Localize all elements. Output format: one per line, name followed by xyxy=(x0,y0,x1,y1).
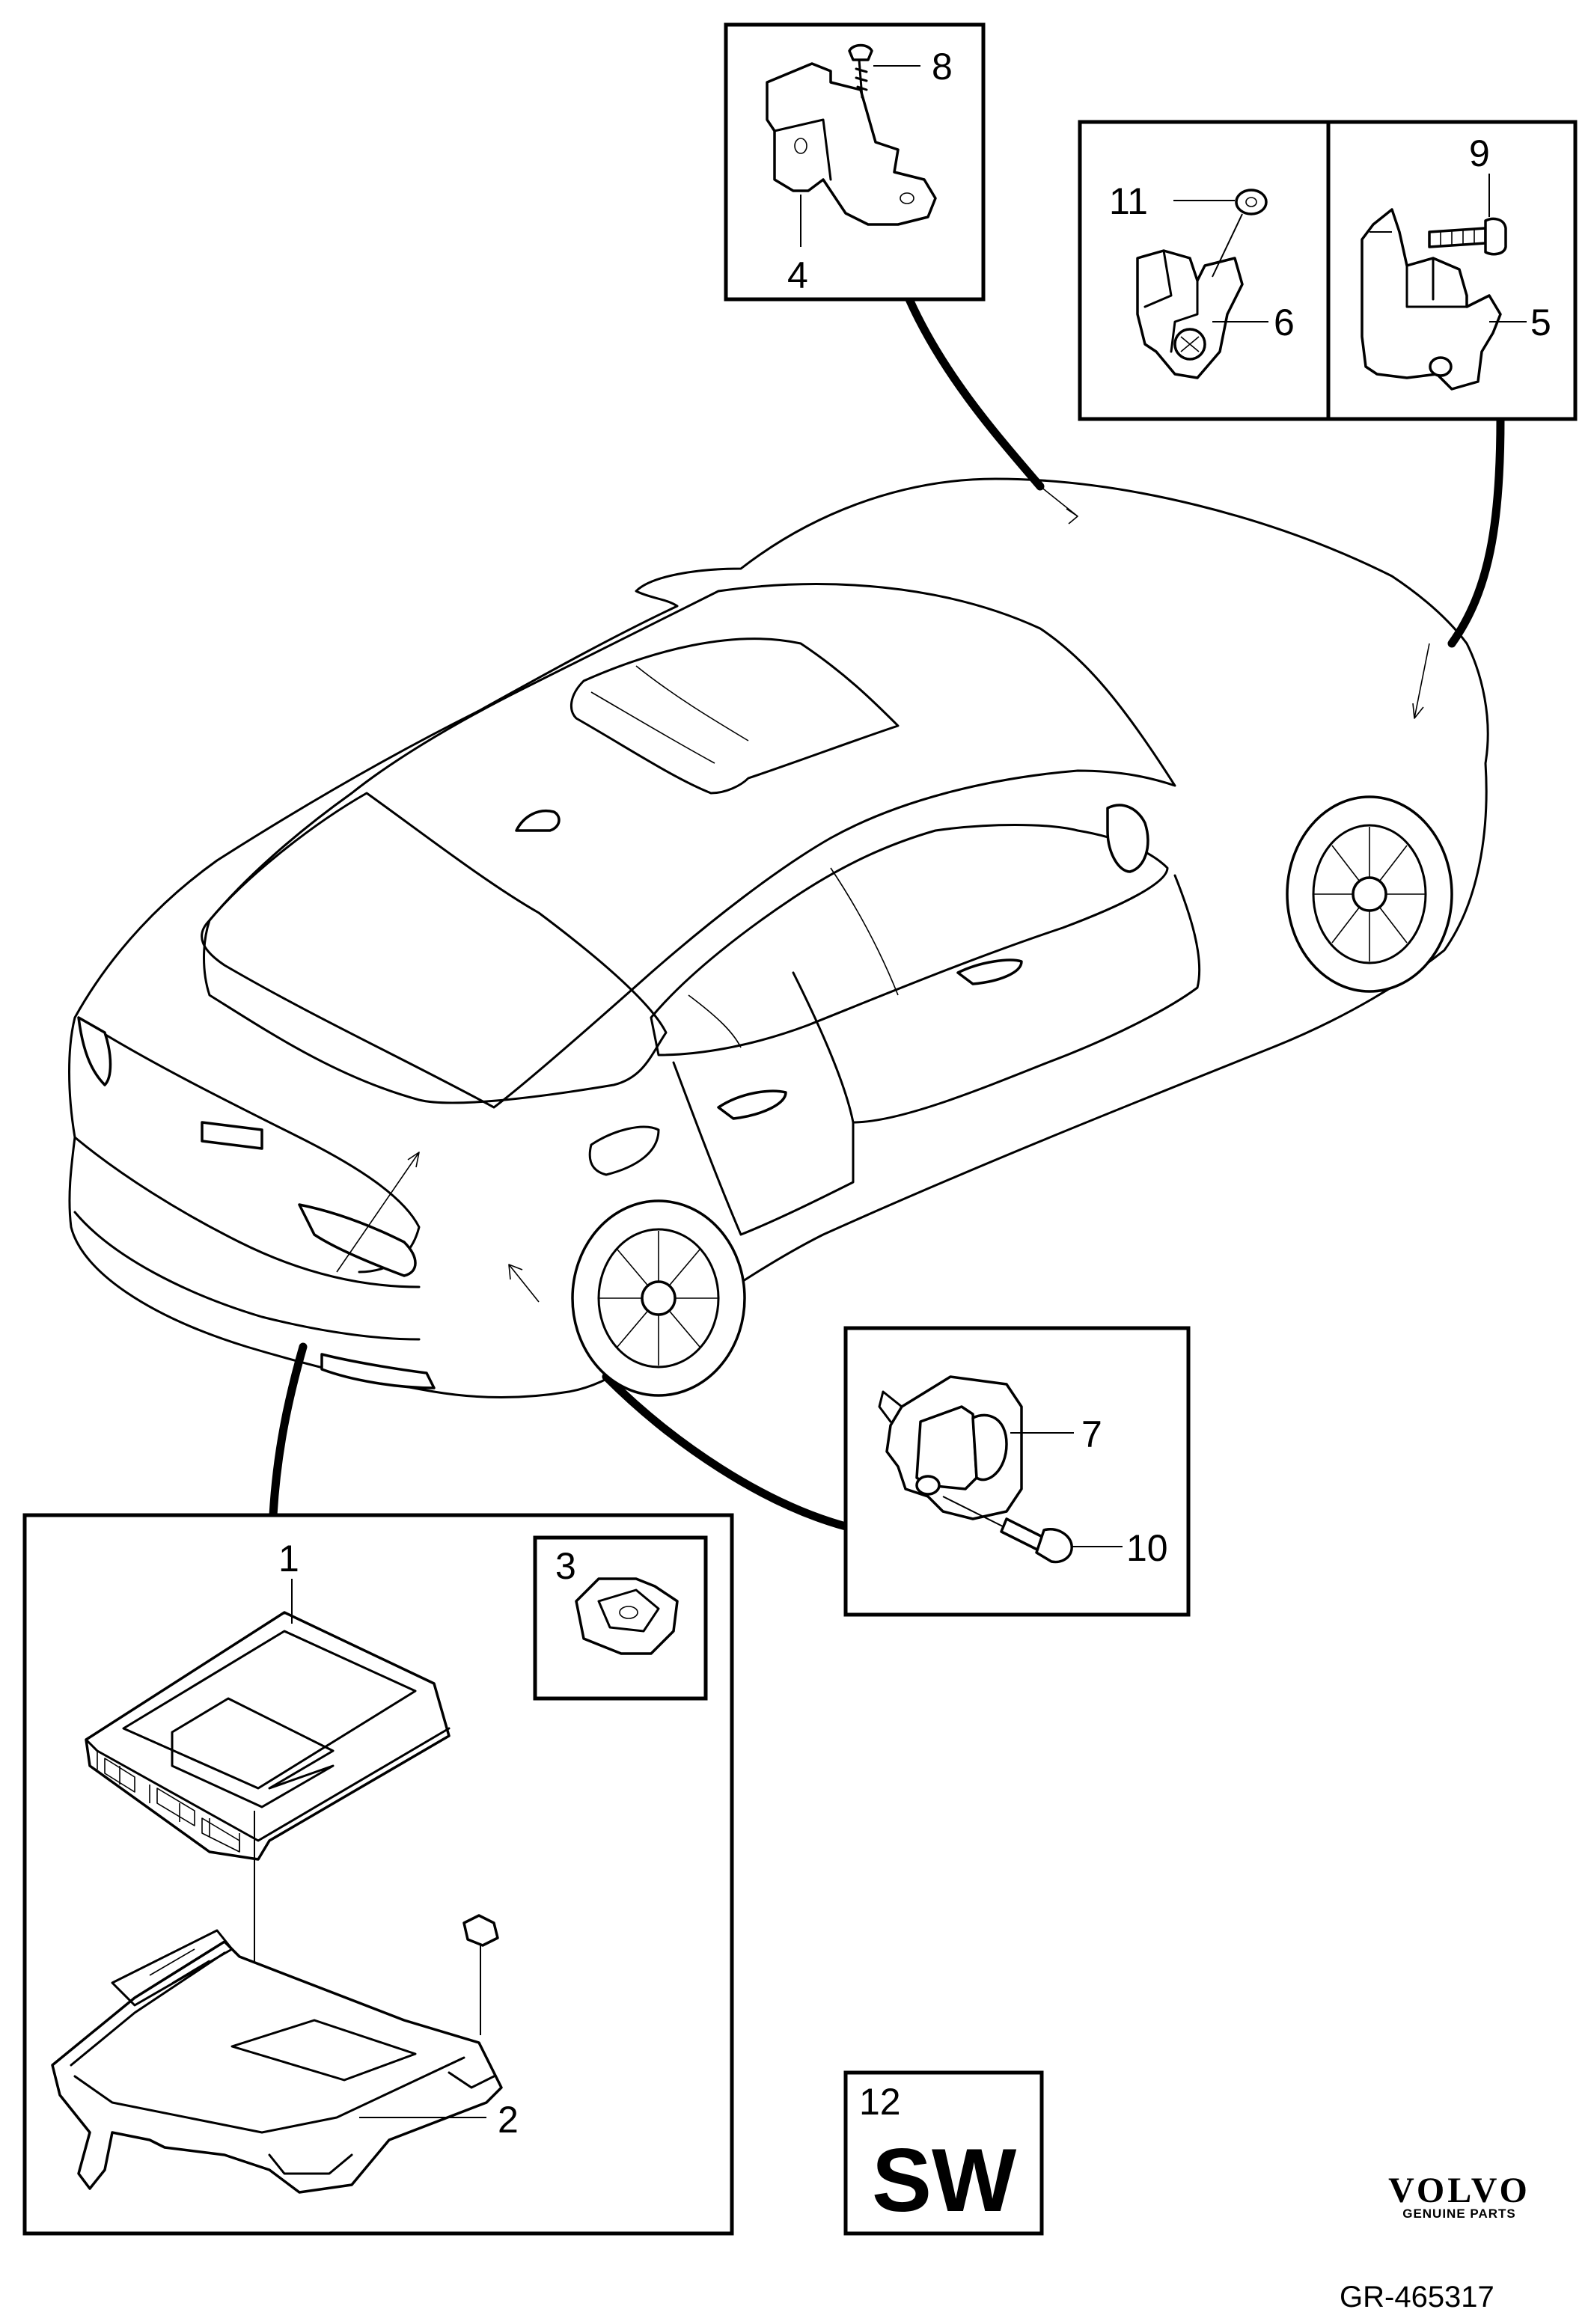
volvo-logo: VOLVO GENUINE PARTS xyxy=(1347,2170,1572,2221)
callout-6: 6 xyxy=(1274,302,1295,343)
callout-10: 10 xyxy=(1126,1527,1168,1569)
brand-name: VOLVO xyxy=(1388,2171,1530,2210)
box-bracket-5: 9 5 xyxy=(1326,120,1578,421)
callout-3: 3 xyxy=(555,1545,576,1587)
mounting-tray-2 xyxy=(51,1929,503,2194)
callout-11: 11 xyxy=(1109,180,1148,222)
callout-5: 5 xyxy=(1530,302,1551,343)
bracket-4 xyxy=(766,62,937,226)
bolt-10 xyxy=(1000,1517,1073,1564)
callout-1: 1 xyxy=(278,1538,299,1580)
connector-lower-right xyxy=(602,1372,850,1531)
callout-2: 2 xyxy=(498,2099,519,2141)
software-label: SW xyxy=(872,2130,1017,2230)
nut-on-tray xyxy=(462,1914,499,1947)
clip-11 xyxy=(1235,189,1268,215)
callout-7: 7 xyxy=(1081,1413,1102,1455)
callout-4: 4 xyxy=(787,254,808,296)
brand-subtitle: GENUINE PARTS xyxy=(1402,2207,1516,2221)
callout-9: 9 xyxy=(1469,132,1490,174)
box-nut-3: 3 xyxy=(533,1535,708,1701)
connector-top xyxy=(905,295,1045,491)
bolt-9 xyxy=(1428,217,1507,256)
connector-right xyxy=(1447,415,1505,648)
holder-6 xyxy=(1136,249,1244,379)
connector-left-down xyxy=(269,1342,308,1520)
reference-number: GR-465317 xyxy=(1340,2281,1494,2314)
screw-8 xyxy=(848,43,873,99)
callout-12: 12 xyxy=(859,2081,901,2123)
box-software-12: 12 SW xyxy=(843,2070,1044,2236)
control-module-1 xyxy=(85,1611,451,1861)
front-wheel xyxy=(1286,795,1453,993)
callout-8: 8 xyxy=(932,46,953,88)
nut-3 xyxy=(575,1577,679,1655)
box-bracket-4: 8 4 xyxy=(724,22,986,302)
box-sensor-6: 11 6 xyxy=(1078,120,1331,421)
rear-wheel xyxy=(571,1199,746,1397)
bracket-5 xyxy=(1361,208,1502,391)
box-sensor-7: 7 10 xyxy=(843,1326,1191,1617)
box-control-module: 2 1 3 xyxy=(22,1513,734,2236)
car-illustration xyxy=(68,477,1489,1398)
